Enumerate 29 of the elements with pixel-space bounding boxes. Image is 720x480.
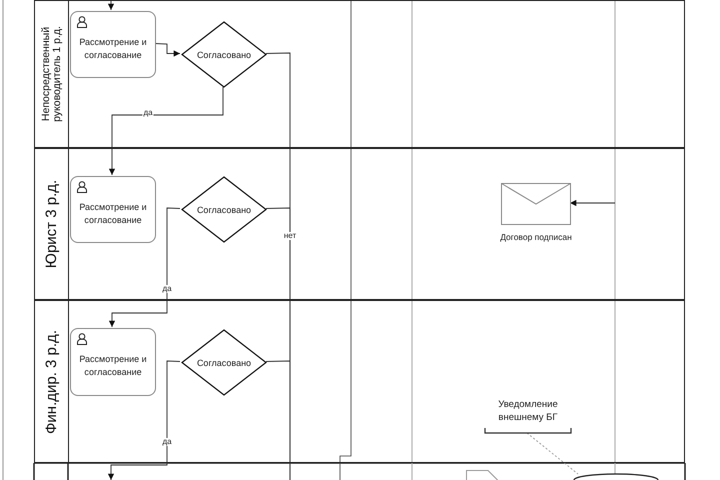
lane-title: Непосредственный руководитель 1 р.д. <box>40 25 63 124</box>
lane-title: Юрист 3 р.д. <box>44 178 60 270</box>
arrow <box>108 208 180 328</box>
task-label: Рассмотрение и согласование <box>78 36 148 62</box>
arrow <box>108 0 114 10</box>
annotation-text: Уведомление внешнему БГ <box>497 399 559 425</box>
swimlane <box>34 300 685 463</box>
connector-line <box>266 360 290 480</box>
edge-label: да <box>142 109 154 117</box>
event-label: Договор подписан <box>499 232 573 242</box>
edge-label: да <box>161 438 173 446</box>
arrow <box>108 360 180 480</box>
arrow <box>108 86 224 176</box>
swimlane <box>34 0 685 148</box>
task-box <box>70 328 156 396</box>
task-box <box>70 11 156 78</box>
arrow <box>570 200 616 206</box>
decision-label: Согласовано <box>196 50 252 60</box>
edge-label: нет <box>282 232 298 240</box>
decision-label: Согласовано <box>196 358 252 368</box>
swimlane <box>34 148 685 300</box>
decision-label: Согласовано <box>196 204 252 214</box>
arrow <box>154 43 180 57</box>
edge-label: да <box>161 285 173 293</box>
lane-title: Фин.дир. 3 р.д. <box>44 328 60 436</box>
connector-line <box>526 432 578 474</box>
task-label: Рассмотрение и согласование <box>78 201 148 228</box>
task-box <box>70 176 156 243</box>
task-label: Рассмотрение и согласование <box>78 353 148 380</box>
